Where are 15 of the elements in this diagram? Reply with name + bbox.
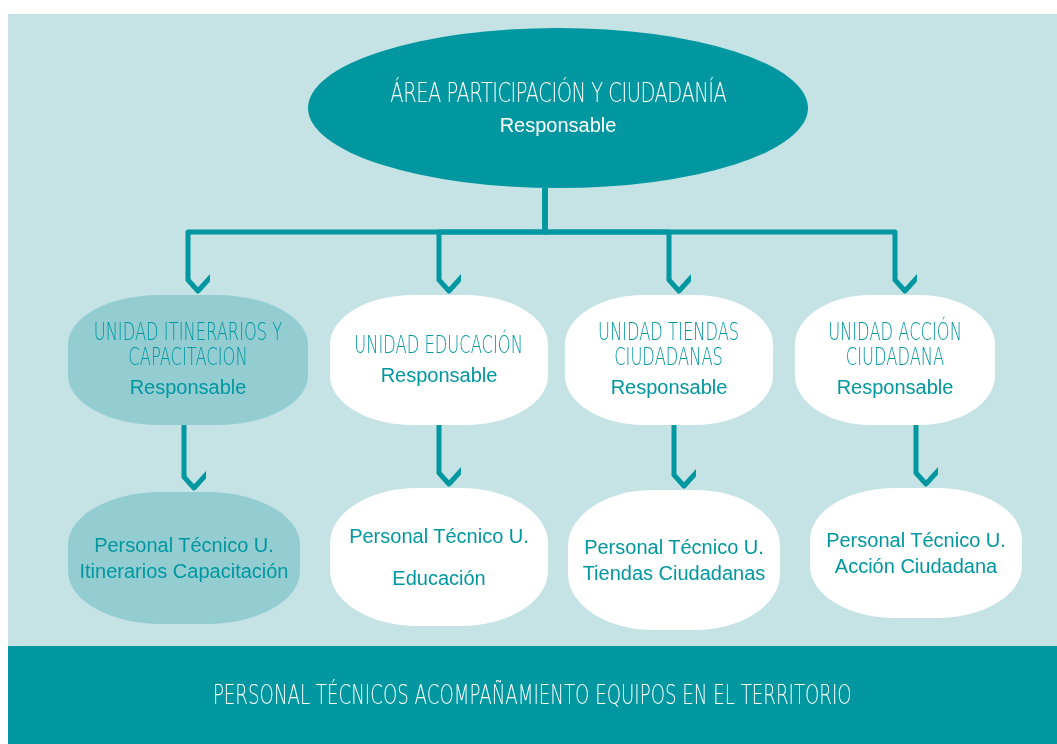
body-text: Responsable: [380, 362, 498, 388]
body-text: Personal Técnico U. Tiendas Ciudadanas: [581, 535, 767, 586]
body-text: Responsable: [610, 375, 728, 400]
heading-text: UNIDAD ITINERARIOS Y CAPACITACION: [92, 320, 284, 370]
body-text: Personal Técnico U. Acción Ciudadana: [825, 528, 1007, 579]
heading-text: ÁREA PARTICIPACIÓN Y CIUDADANÍA: [389, 78, 727, 108]
body-text: Personal Técnico U.: [349, 524, 529, 549]
heading-text: UNIDAD TIENDAS CIUDADANAS: [597, 320, 741, 370]
footer-band: [8, 646, 1057, 744]
heading-text: PERSONAL TÉCNICOS ACOMPAÑAMIENTO EQUIPOS EN EL TERRITORIO: [213, 678, 852, 712]
body-text: Personal Técnico U. Itinerarios Capacitación: [78, 533, 290, 584]
body-text: Responsable: [499, 113, 617, 138]
body-text: Responsable: [129, 375, 247, 400]
body-text: Responsable: [836, 375, 954, 400]
body-text: Educación: [392, 566, 486, 591]
